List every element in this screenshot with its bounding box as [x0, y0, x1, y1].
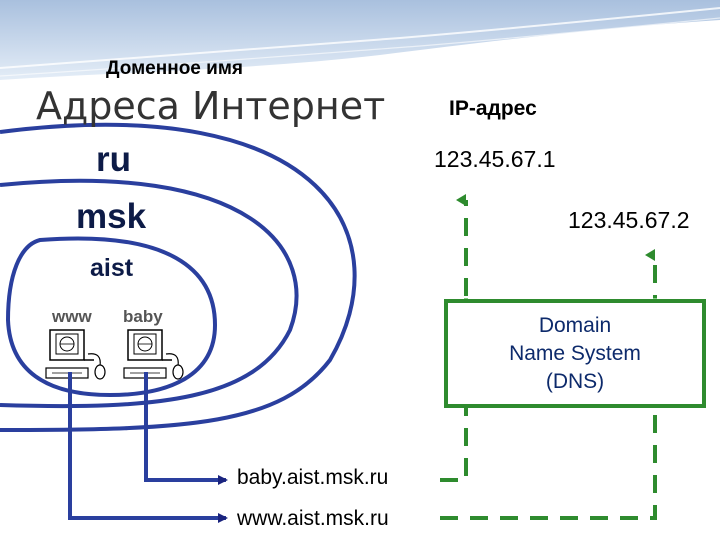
- header-decoration: [0, 0, 720, 80]
- zone-label-aist: aist: [90, 254, 134, 282]
- zone-boundary-aist: [5, 236, 218, 398]
- zone-boundary-ru: [0, 122, 357, 432]
- zone-label-ru: ru: [96, 140, 131, 179]
- host-label-baby: baby: [123, 307, 163, 326]
- dns-line-2: Name System: [509, 341, 641, 365]
- computer-www: [45, 329, 106, 380]
- connector-www: [68, 372, 228, 523]
- dns-box: Domain Name System (DNS): [444, 299, 706, 408]
- domain-name-label: Доменное имя: [106, 58, 243, 79]
- ip-value-www: 123.45.67.2: [568, 207, 690, 233]
- zone-boundary-msk: [0, 178, 299, 409]
- dns-line-1: Domain: [538, 313, 612, 337]
- fqdn-www: www.aist.msk.ru: [237, 507, 389, 530]
- ip-value-baby: 123.45.67.1: [434, 146, 556, 172]
- host-label-www: www: [52, 307, 92, 326]
- fqdn-baby: baby.aist.msk.ru: [237, 466, 389, 489]
- resolution-path-baby: [440, 194, 468, 482]
- slide-title: Адреса Интернет: [36, 84, 386, 128]
- computer-baby: [123, 329, 184, 380]
- zone-label-msk: msk: [76, 197, 147, 236]
- dns-line-3: (DNS): [545, 369, 605, 393]
- ip-address-label: IP-адрес: [449, 97, 537, 120]
- connector-baby: [144, 372, 228, 485]
